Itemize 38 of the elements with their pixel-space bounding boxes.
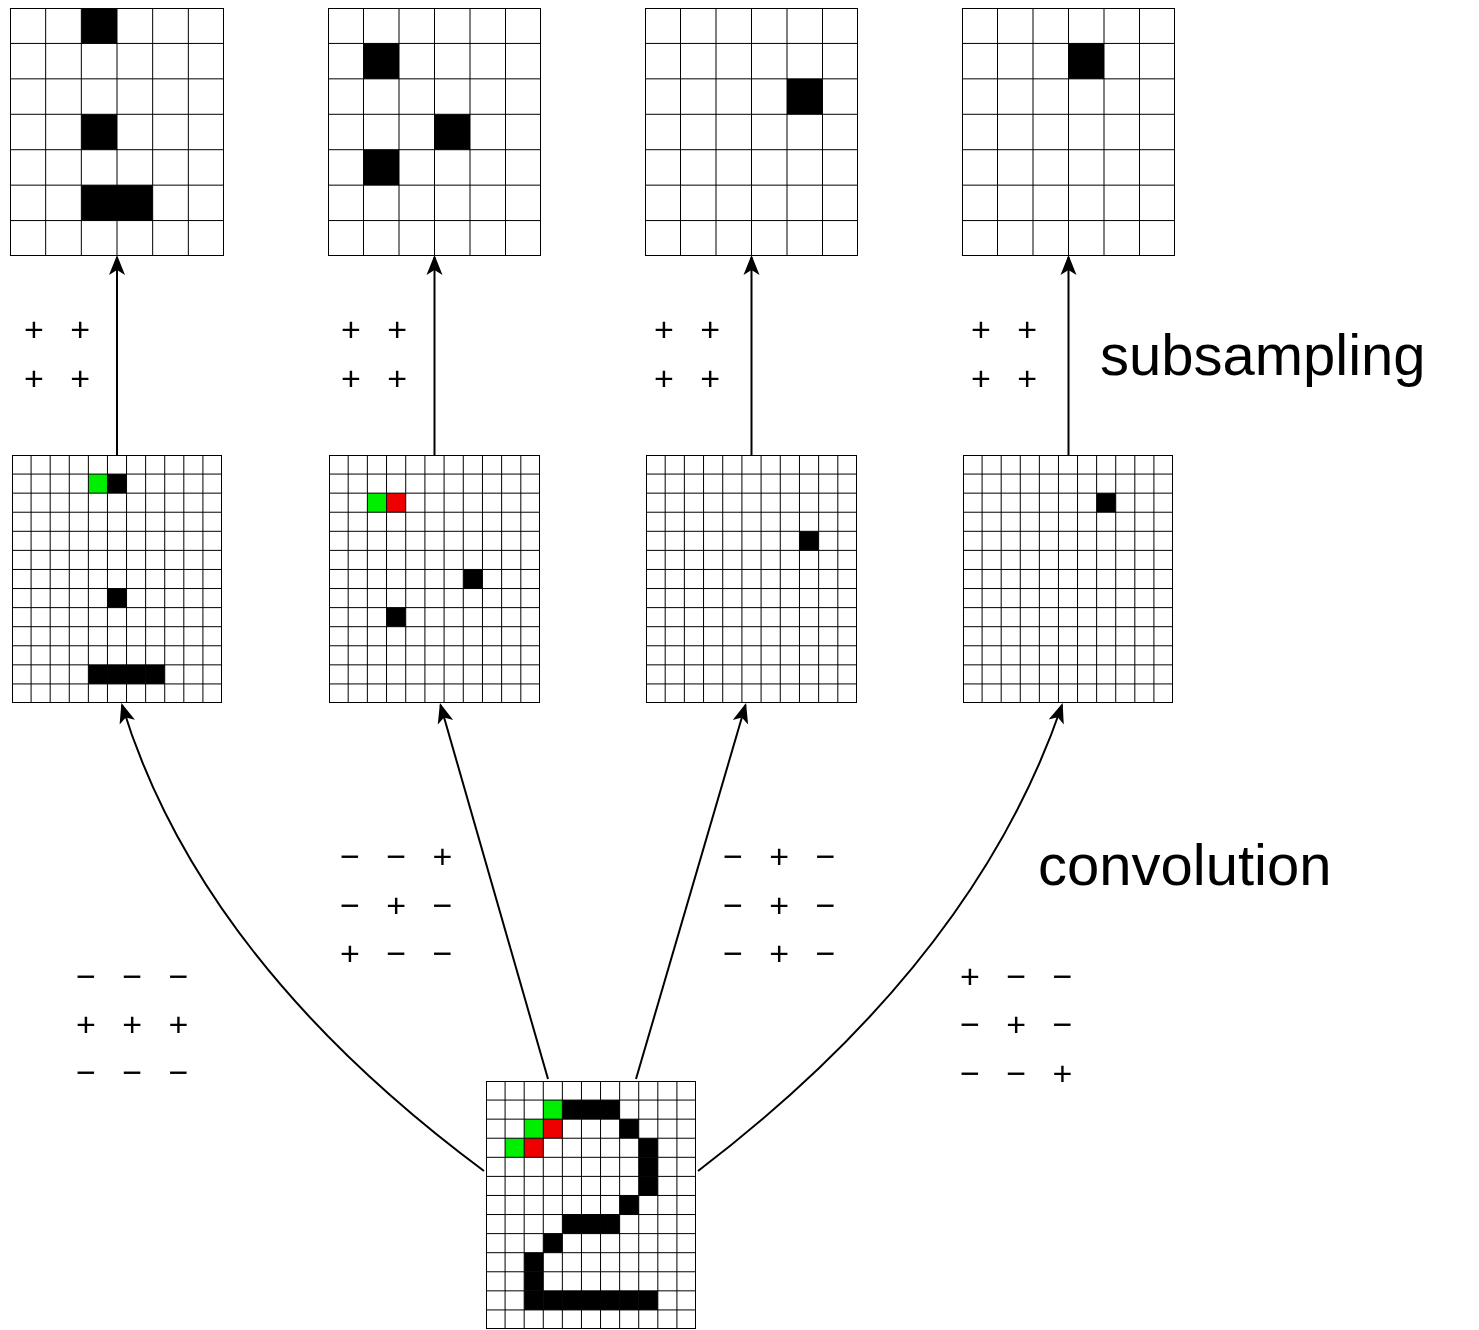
kernel-row: − + − xyxy=(960,1007,1073,1041)
kernel-row: − − + xyxy=(340,839,453,873)
pixel-grid xyxy=(646,455,857,703)
kernel-row: − − − xyxy=(76,1055,189,1089)
arrow xyxy=(1060,255,1077,456)
kernel-row: + − − xyxy=(340,936,453,970)
kernel-row: + + xyxy=(24,312,91,346)
kernel-row: + + xyxy=(24,361,91,395)
pixel-grid xyxy=(962,8,1175,256)
arrow xyxy=(120,703,485,1172)
kernel-row: + + xyxy=(654,312,721,346)
pixel-grid xyxy=(486,1081,696,1329)
kernel-row: − − − xyxy=(76,959,189,993)
operation-label: convolution xyxy=(1038,836,1332,894)
pixel-grid xyxy=(329,455,540,703)
arrow xyxy=(437,703,549,1080)
pixel-grid xyxy=(12,455,222,703)
arrow xyxy=(697,703,1064,1172)
kernel-row: + − − xyxy=(960,959,1073,993)
kernel-row: + + xyxy=(971,312,1038,346)
arrow xyxy=(635,703,749,1080)
kernel-row: + + xyxy=(341,312,408,346)
kernel-row: − − + xyxy=(960,1056,1073,1090)
arrow xyxy=(743,255,760,456)
kernel-row: + + xyxy=(654,361,721,395)
arrow xyxy=(426,255,443,456)
kernel-row: + + xyxy=(341,361,408,395)
kernel-row: − + − xyxy=(723,888,836,922)
pixel-grid xyxy=(963,455,1173,703)
kernel-row: + + + xyxy=(76,1007,189,1041)
kernel-row: − + − xyxy=(723,936,836,970)
kernel-row: + + xyxy=(971,361,1038,395)
pixel-grid xyxy=(10,8,224,256)
arrow xyxy=(109,255,125,456)
kernel-row: − + − xyxy=(723,839,836,873)
kernel-row: − + − xyxy=(340,888,453,922)
pixel-grid xyxy=(645,8,858,256)
pixel-grid xyxy=(328,8,541,256)
